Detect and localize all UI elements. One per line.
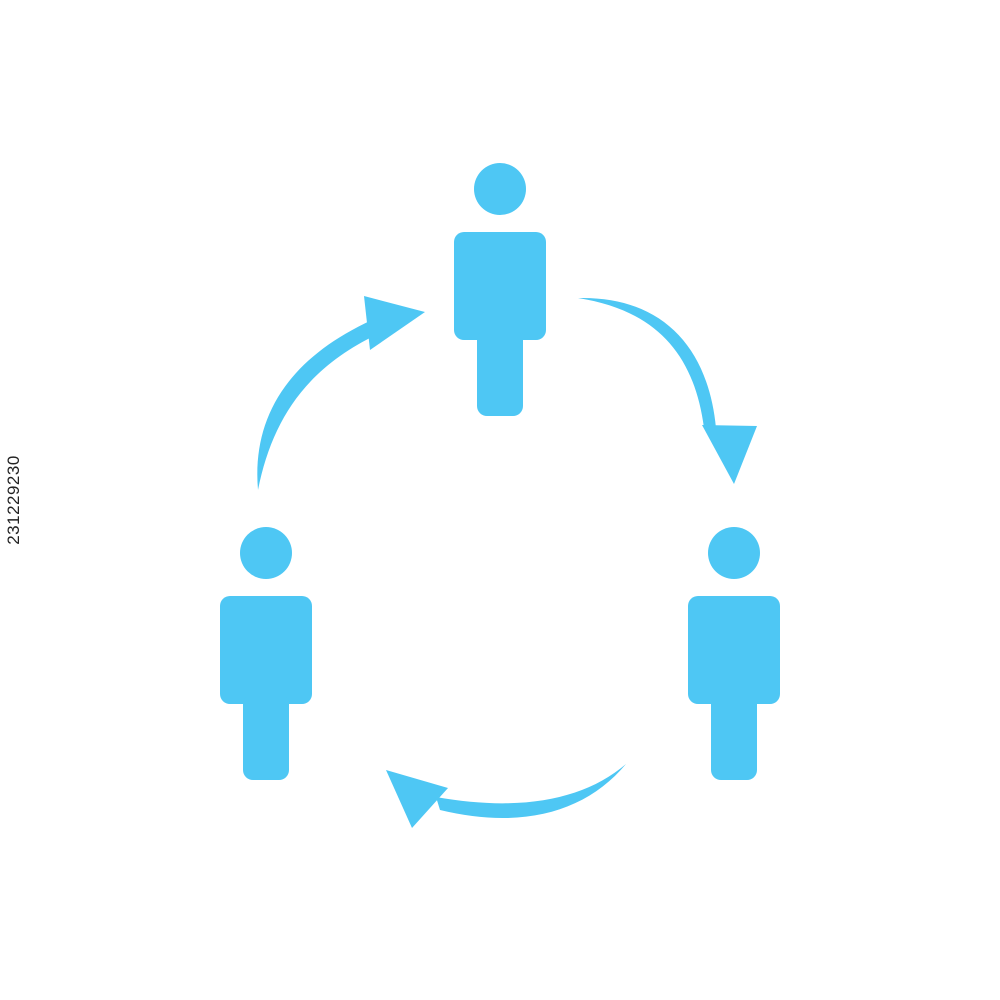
person-top-body — [454, 232, 546, 340]
person-top-head — [474, 163, 526, 215]
person-top-leg — [477, 330, 523, 416]
person-icon-right — [688, 527, 780, 780]
person-icon-top — [454, 163, 546, 416]
curved-arrow-icon-left-to-top — [257, 296, 425, 490]
stock-id-text: 231229230 — [4, 455, 23, 545]
person-icon-left — [220, 527, 312, 780]
arrow-top-to-right-tail — [578, 297, 716, 428]
person-left-head — [240, 527, 292, 579]
person-right-head — [708, 527, 760, 579]
stock-id-label: 231229230 — [4, 0, 24, 1000]
arrow-left-to-top-tail — [257, 320, 378, 490]
person-left-body — [220, 596, 312, 704]
arrow-top-to-right-head — [702, 425, 757, 484]
arrow-right-to-left-head — [386, 770, 448, 828]
arrow-left-to-top-head — [364, 296, 425, 350]
curved-arrow-icon-top-to-right — [578, 297, 757, 484]
person-left-leg — [243, 694, 289, 780]
curved-arrow-icon-right-to-left — [386, 764, 626, 828]
person-right-leg — [711, 694, 757, 780]
person-right-body — [688, 596, 780, 704]
arrow-right-to-left-tail — [436, 764, 626, 819]
